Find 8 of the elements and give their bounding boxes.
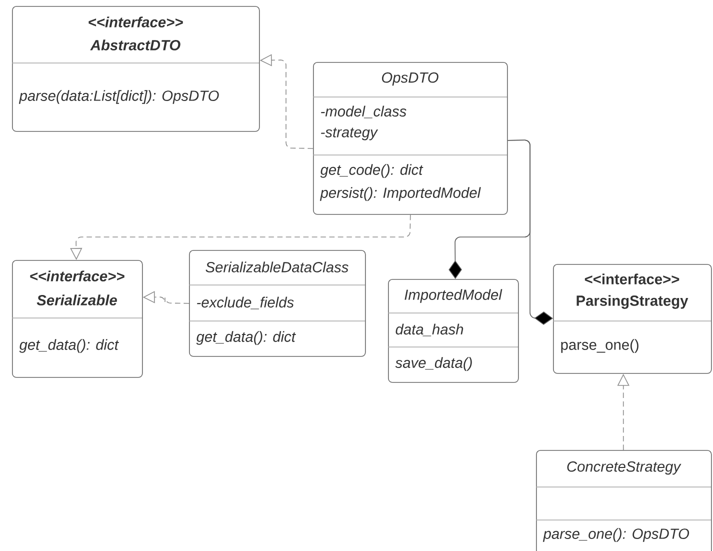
- class-box: <<interface>> Serializable get_data(): dict: [12, 260, 143, 378]
- class-box: SerializableDataClass -exclude_fields get_data(): dict: [188, 250, 366, 357]
- composition-connector: [507, 140, 553, 325]
- class-box: ImportedModel data_hash save_data(): [388, 279, 519, 383]
- class-box: ConcreteStrategy parse_one(): OpsDTO: [536, 450, 712, 551]
- class-box: OpsDTO -model_class -strategy get_code(): dict persist(): ImportedModel: [312, 62, 508, 215]
- class-box: <<interface>> AbstractDTO parse(data:List[dict]): OpsDTO: [12, 6, 260, 132]
- class-box: <<interface>> ParsingStrategy parse_one(): [552, 264, 712, 374]
